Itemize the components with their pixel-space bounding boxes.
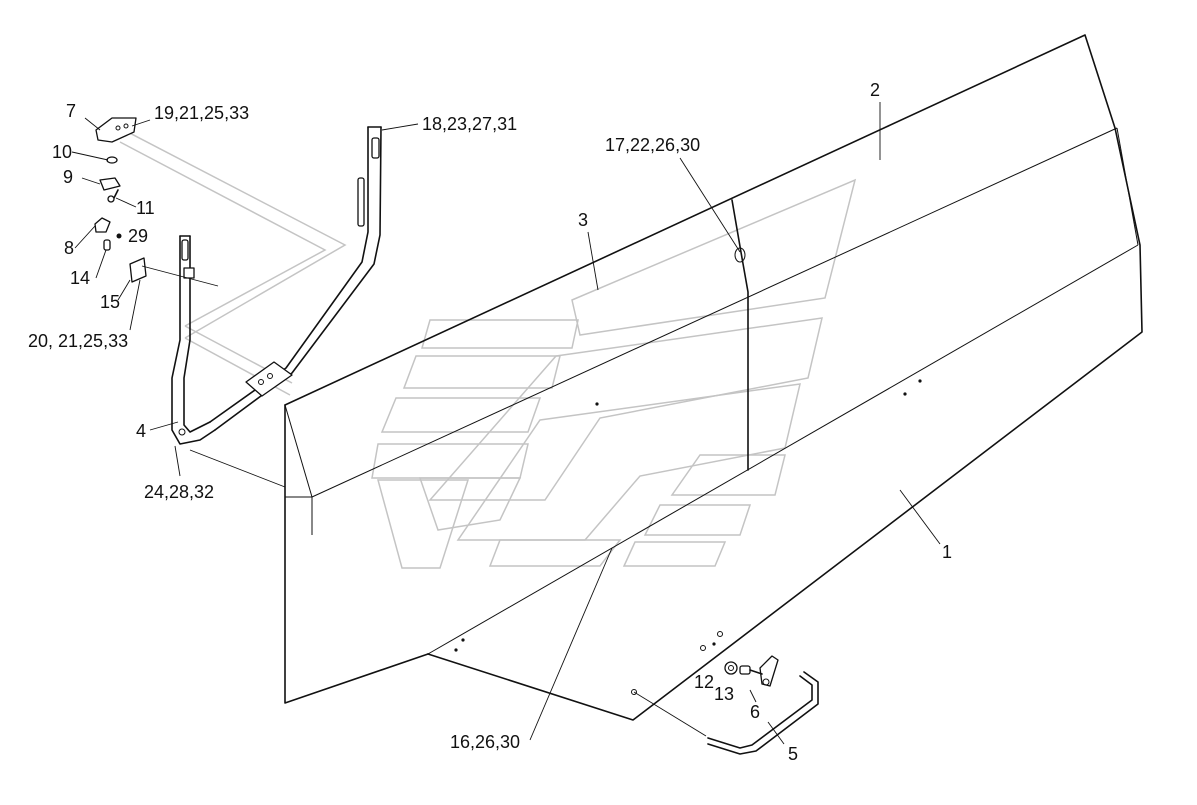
label-part-12: 12 bbox=[694, 672, 714, 692]
ghost-logo bbox=[371, 178, 857, 569]
label-part-2: 2 bbox=[870, 80, 880, 100]
callout-labels: 1 2 3 4 5 6 7 8 9 10 11 12 13 14 15 16,2… bbox=[28, 80, 952, 764]
label-part-10: 10 bbox=[52, 142, 72, 162]
bottom-latch bbox=[707, 655, 819, 755]
label-part-24-28-32: 24,28,32 bbox=[144, 482, 214, 502]
label-part-29: 29 bbox=[128, 226, 148, 246]
label-part-18-23-27-31: 18,23,27,31 bbox=[422, 114, 517, 134]
support-bracket bbox=[171, 126, 382, 445]
label-part-11: 11 bbox=[136, 198, 155, 218]
label-part-3: 3 bbox=[578, 210, 588, 230]
label-part-1: 1 bbox=[942, 542, 952, 562]
side-panel-assembly bbox=[284, 34, 1143, 721]
hardware-parts bbox=[94, 117, 147, 283]
label-part-19-21-25-33: 19,21,25,33 bbox=[154, 103, 249, 123]
label-part-13: 13 bbox=[714, 684, 734, 704]
label-part-4: 4 bbox=[136, 421, 146, 441]
label-part-9: 9 bbox=[63, 167, 73, 187]
label-part-20-21-25-33: 20, 21,25,33 bbox=[28, 331, 128, 351]
label-part-17-22-26-30: 17,22,26,30 bbox=[605, 135, 700, 155]
label-part-5: 5 bbox=[788, 744, 798, 764]
label-part-16-26-30: 16,26,30 bbox=[450, 732, 520, 752]
label-part-6: 6 bbox=[750, 702, 760, 722]
label-part-15: 15 bbox=[100, 292, 120, 312]
label-part-14: 14 bbox=[70, 268, 90, 288]
hidden-frame-lines bbox=[119, 127, 347, 396]
label-part-8: 8 bbox=[64, 238, 74, 258]
leader-lines bbox=[71, 102, 941, 745]
label-part-7: 7 bbox=[66, 101, 76, 121]
